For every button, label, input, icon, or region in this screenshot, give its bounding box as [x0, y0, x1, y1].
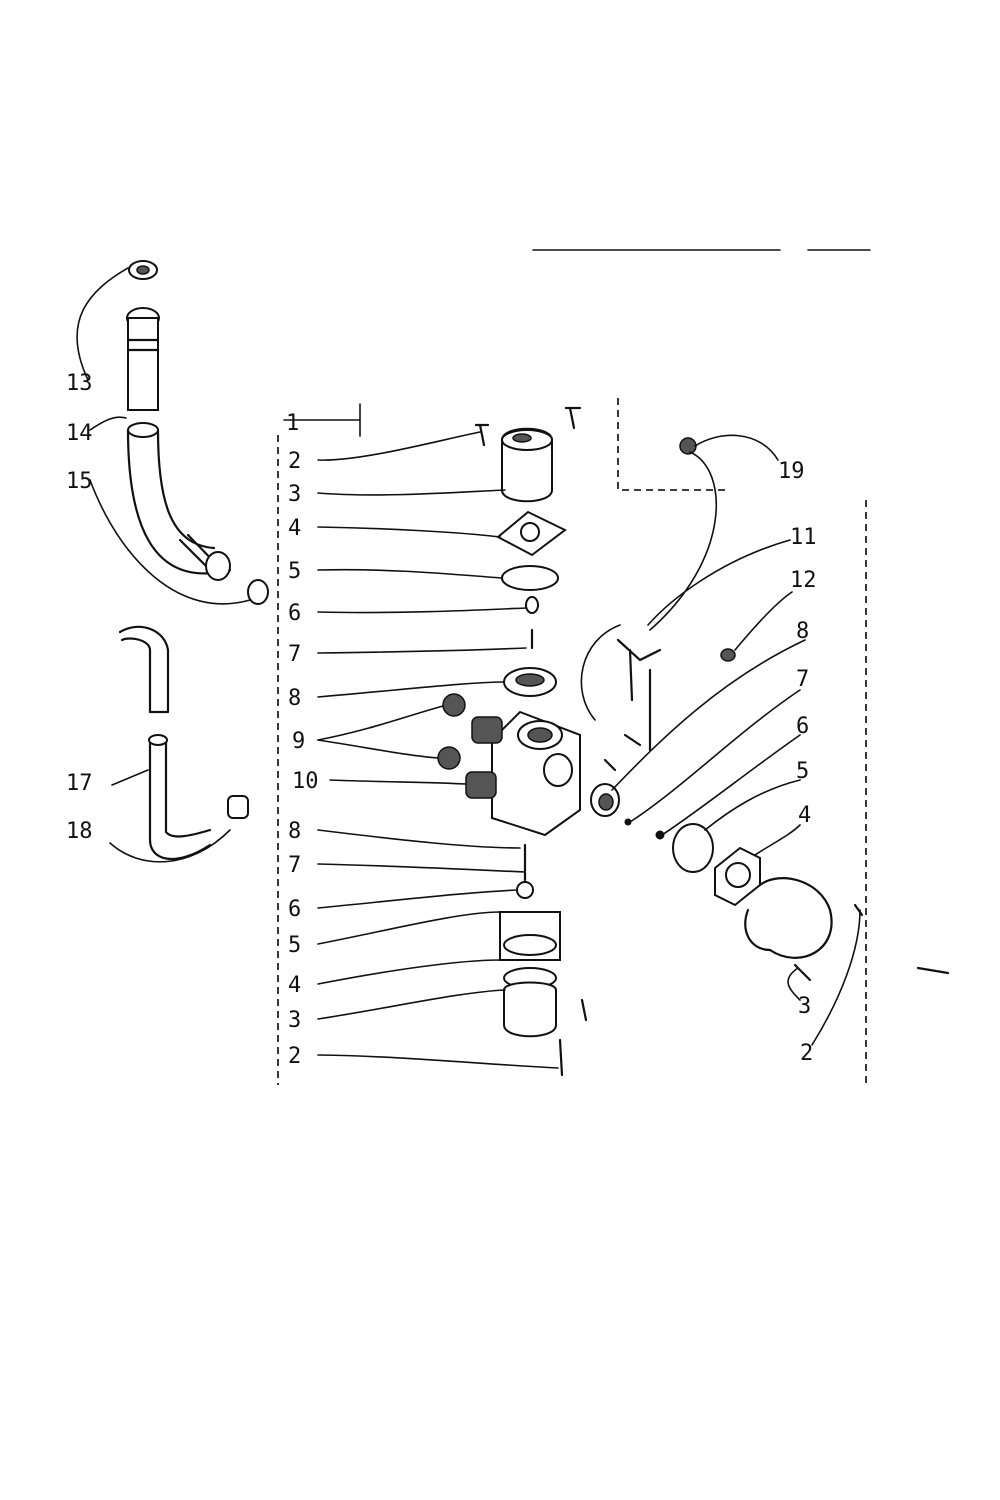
- callout-2-bottom: 2: [288, 1044, 301, 1069]
- callout-3-bottom: 3: [288, 1008, 301, 1033]
- callout-3-top: 3: [288, 482, 301, 507]
- valve-assembly-center: [437, 406, 588, 1077]
- callout-8-top: 8: [288, 686, 301, 711]
- callout-5-top: 5: [288, 559, 301, 584]
- callout-2-right: 2: [800, 1041, 813, 1066]
- callout-4-right: 4: [798, 803, 811, 828]
- callout-8-right: 8: [796, 619, 809, 644]
- callout-13: 13: [66, 371, 93, 396]
- center-leader-lines: [317, 431, 559, 1069]
- valve-assembly-right: [580, 434, 950, 1046]
- callout-6-bottom: 6: [288, 897, 301, 922]
- callout-2-top: 2: [288, 449, 301, 474]
- callout-7-right: 7: [796, 667, 809, 692]
- callout-4-top: 4: [288, 516, 301, 541]
- callout-6-right: 6: [796, 714, 809, 739]
- callout-10: 10: [292, 769, 319, 794]
- callout-11: 11: [790, 525, 817, 550]
- callout-19: 19: [778, 459, 805, 484]
- callout-17: 17: [66, 771, 93, 796]
- callout-1: 1: [286, 411, 299, 436]
- callout-14: 14: [66, 421, 93, 446]
- callout-12: 12: [790, 568, 817, 593]
- callout-7-top: 7: [288, 642, 301, 667]
- callout-8-bottom: 8: [288, 819, 301, 844]
- callout-6-top: 6: [288, 601, 301, 626]
- hose-assembly-upper: [76, 260, 269, 605]
- callout-4-bottom: 4: [288, 973, 301, 998]
- callout-9: 9: [292, 729, 305, 754]
- callout-3-right: 3: [798, 994, 811, 1019]
- callout-18: 18: [66, 819, 93, 844]
- callout-5-right: 5: [796, 759, 809, 784]
- callout-7-bottom: 7: [288, 853, 301, 878]
- callout-15: 15: [66, 469, 93, 494]
- frame-lines: [277, 249, 871, 1085]
- callout-5-bottom: 5: [288, 933, 301, 958]
- callout-labels: 1 2 3 4 5 6 7 8 9 10 8 7 6 5 4 3 2 13 14…: [66, 371, 817, 1069]
- hose-assembly-lower: [109, 625, 249, 863]
